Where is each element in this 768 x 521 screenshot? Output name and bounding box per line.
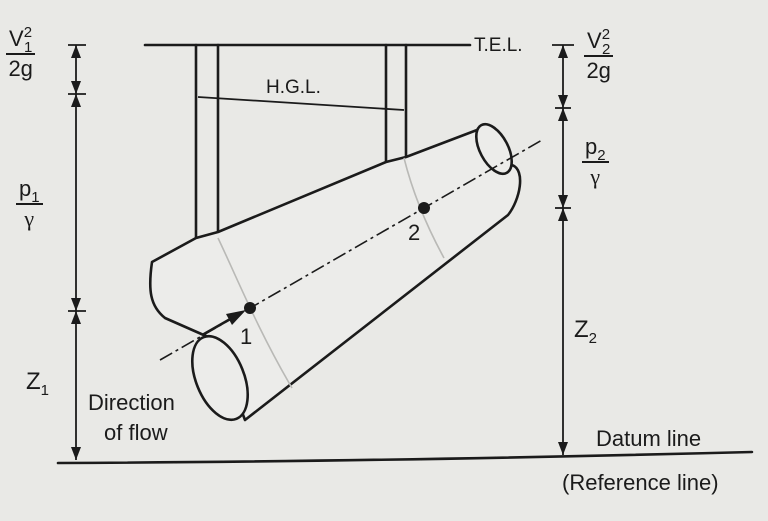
right-elevation-head: Z2 — [574, 316, 598, 347]
reference-label: (Reference line) — [562, 470, 719, 495]
tel-label: T.E.L. — [474, 35, 523, 56]
pipe-centerline — [159, 139, 543, 361]
point-2-label: 2 — [408, 220, 421, 245]
left-elevation-head: Z1 — [26, 368, 50, 399]
pipe-inlet-end — [191, 334, 249, 422]
left-velocity-head: V21 2g — [6, 25, 36, 80]
hgl-label: H.G.L. — [266, 77, 321, 98]
datum-label: Datum line — [596, 426, 702, 451]
direction-label-line1: Direction — [88, 390, 175, 415]
datum-line — [56, 450, 754, 465]
point-1-marker — [244, 302, 256, 314]
flow-arrow — [202, 310, 246, 336]
point-1-label: 1 — [240, 324, 253, 349]
left-dimension-line — [68, 44, 86, 460]
right-velocity-head: V22 2g — [584, 27, 614, 82]
pipe-outlet-end — [474, 122, 514, 176]
hgl-line — [197, 96, 405, 111]
piezometer-tube-1 — [194, 43, 220, 240]
piezometer-tube-2 — [384, 43, 408, 164]
right-dimension-line — [552, 44, 574, 455]
direction-label-line2: of flow — [104, 420, 168, 445]
right-pressure-head: p2 γ — [582, 136, 609, 188]
point-2-marker — [418, 202, 430, 214]
left-pressure-head: p1 γ — [16, 178, 43, 230]
